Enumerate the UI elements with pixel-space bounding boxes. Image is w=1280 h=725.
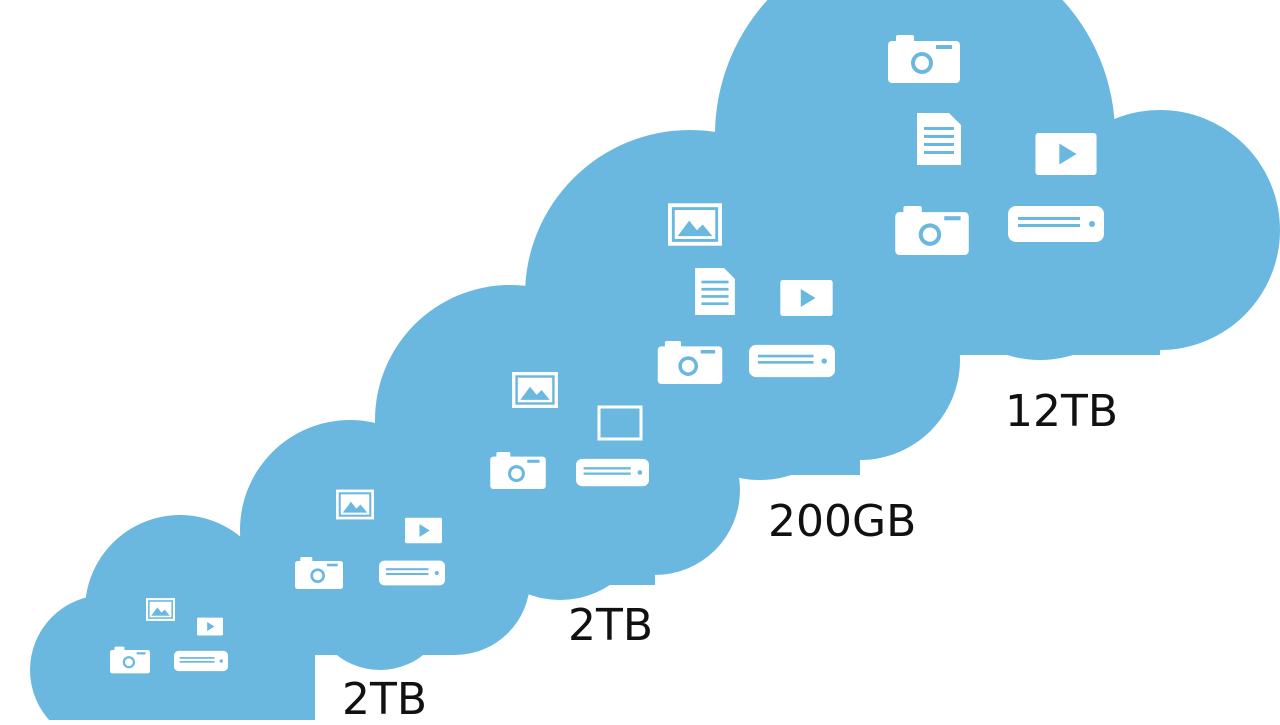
picture-icon bbox=[668, 203, 722, 246]
video-icon bbox=[405, 517, 442, 544]
cloud-shapes bbox=[30, 0, 1280, 720]
cloud-3-capacity-label: 200GB bbox=[768, 496, 917, 547]
drive-icon bbox=[174, 650, 228, 672]
picture-icon bbox=[336, 489, 374, 520]
document-icon bbox=[917, 113, 961, 165]
video-icon bbox=[780, 280, 833, 316]
document-icon bbox=[695, 268, 735, 315]
cloud-1-capacity-label: 2TB bbox=[342, 674, 428, 725]
camera-icon bbox=[895, 206, 969, 255]
cloud-4-capacity-label: 12TB bbox=[1005, 386, 1119, 437]
video-icon bbox=[197, 617, 223, 636]
camera-icon bbox=[888, 35, 960, 83]
drive-icon bbox=[1008, 206, 1104, 242]
picture-icon bbox=[512, 372, 558, 408]
camera-icon bbox=[295, 557, 343, 589]
cloud-2-icons bbox=[490, 372, 649, 489]
drive-icon bbox=[379, 560, 445, 586]
cloud-2-capacity-label: 2TB bbox=[568, 600, 654, 651]
video-icon bbox=[1035, 133, 1097, 175]
camera-icon bbox=[657, 341, 723, 384]
video-icon bbox=[597, 405, 643, 441]
drive-icon bbox=[749, 344, 835, 378]
picture-icon bbox=[146, 598, 175, 621]
camera-icon bbox=[490, 452, 546, 489]
camera-icon bbox=[110, 646, 150, 674]
drive-icon bbox=[576, 458, 649, 487]
